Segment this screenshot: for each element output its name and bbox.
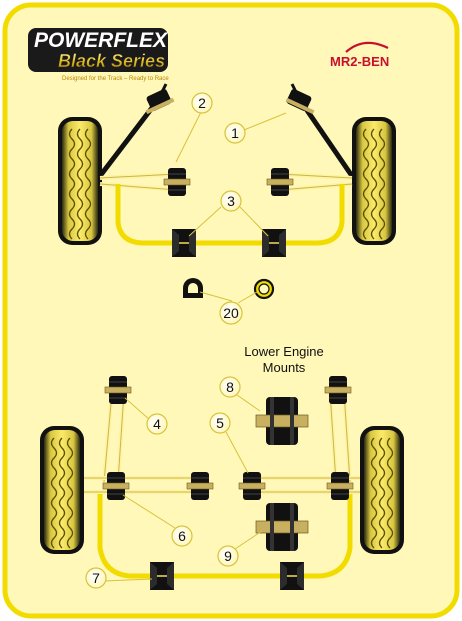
callout-2-label: 2: [198, 95, 206, 111]
mr2-ben-text: MR2-BEN: [330, 54, 389, 69]
powerflex-logo: POWERFLEX Black Series Designed for the …: [28, 28, 169, 82]
rear-arb-bush-left: [149, 561, 175, 591]
callout-3-label: 3: [227, 193, 235, 209]
brand-series: Black Series: [58, 51, 165, 71]
callouts: 1 2 3 20 8 4 5 6: [85, 92, 246, 589]
front-right-tyre: [351, 116, 397, 246]
callout-6: 6: [171, 525, 193, 547]
front-anti-roll-bar: [115, 184, 345, 246]
callout-4-label: 4: [153, 416, 161, 432]
rear-arb-bush-right: [279, 561, 305, 591]
callout-9: 9: [217, 545, 239, 567]
callout-2: 2: [191, 92, 213, 114]
callout-7: 7: [85, 567, 107, 589]
front-suspension: [57, 83, 397, 300]
callout-8: 8: [219, 376, 241, 398]
callout-8-label: 8: [226, 379, 234, 395]
callout-9-label: 9: [224, 548, 232, 564]
front-left-shock: [98, 83, 175, 178]
rear-right-tyre: [359, 425, 405, 555]
callout-1: 1: [224, 122, 246, 144]
rear-left-tyre: [39, 425, 85, 555]
callout-3: 3: [220, 190, 242, 212]
front-right-shock: [285, 83, 355, 178]
callout-7-label: 7: [92, 570, 100, 586]
arb-ring-bush-part-20: [253, 278, 275, 300]
mr2-ben-logo: MR2-BEN: [330, 41, 389, 69]
front-left-tyre: [57, 116, 103, 246]
callout-1-label: 1: [231, 125, 239, 141]
callout-5: 5: [209, 412, 231, 434]
callout-6-label: 6: [178, 528, 186, 544]
rear-anti-roll-bar: [97, 494, 353, 579]
callout-leaders: [103, 109, 287, 582]
brand-name: POWERFLEX: [34, 29, 169, 52]
lower-engine-mounts-caption-line2: Mounts: [263, 360, 306, 375]
callout-5-label: 5: [216, 415, 224, 431]
brand-tagline: Designed for the Track – Ready to Race: [62, 76, 169, 82]
rear-suspension: [39, 375, 405, 591]
lower-engine-mounts-caption-line1: Lower Engine: [244, 344, 324, 359]
callout-20-label: 20: [223, 305, 239, 321]
callout-20: 20: [219, 301, 243, 325]
callout-4: 4: [146, 413, 168, 435]
arb-d-bush-part-20: [183, 278, 203, 298]
